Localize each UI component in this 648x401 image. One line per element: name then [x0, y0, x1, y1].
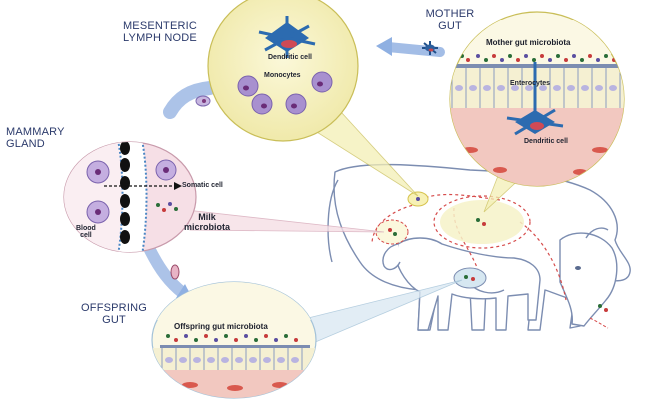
blood-line2: cell	[76, 232, 96, 239]
blood-line1: Blood	[76, 225, 96, 232]
mother-dendritic-label: Dendritic cell	[524, 138, 568, 145]
mother-line2: GUT	[422, 20, 478, 32]
milk-line2: microbiota	[184, 222, 230, 232]
mammary-line1: MAMMARY	[6, 126, 68, 138]
mother-gut-microbiota-title: Mother gut microbiota	[486, 38, 570, 47]
offspring-gut-label: OFFSPRING GUT	[76, 302, 152, 326]
mother-gut-label: MOTHER GUT	[422, 8, 478, 32]
mammary-line2: GLAND	[6, 138, 68, 150]
milk-line1: Milk	[184, 212, 230, 222]
mother-line1: MOTHER	[422, 8, 478, 20]
blood-cell-label: Blood cell	[76, 225, 96, 239]
offspring-gut-circle	[150, 280, 320, 401]
milk-microbiota-label: Milk microbiota	[184, 212, 230, 232]
somatic-cell-label: Somatic cell	[182, 182, 223, 189]
lymph-dendritic-label: Dendritic cell	[268, 54, 312, 61]
enterocytes-label: Enterocytes	[510, 80, 550, 87]
monocytes-label: Monocytes	[264, 72, 301, 79]
lymph-node-circle	[208, 0, 358, 141]
mesenteric-line1: MESENTERIC	[106, 20, 214, 32]
mammary-gland-label: MAMMARY GLAND	[6, 126, 68, 150]
offspring-gut-microbiota-title: Offspring gut microbiota	[174, 322, 268, 331]
mesenteric-line2: LYMPH NODE	[106, 32, 214, 44]
offspring-line1: OFFSPRING	[76, 302, 152, 314]
offspring-line2: GUT	[76, 314, 152, 326]
mesenteric-lymph-node-label: MESENTERIC LYMPH NODE	[106, 20, 214, 44]
